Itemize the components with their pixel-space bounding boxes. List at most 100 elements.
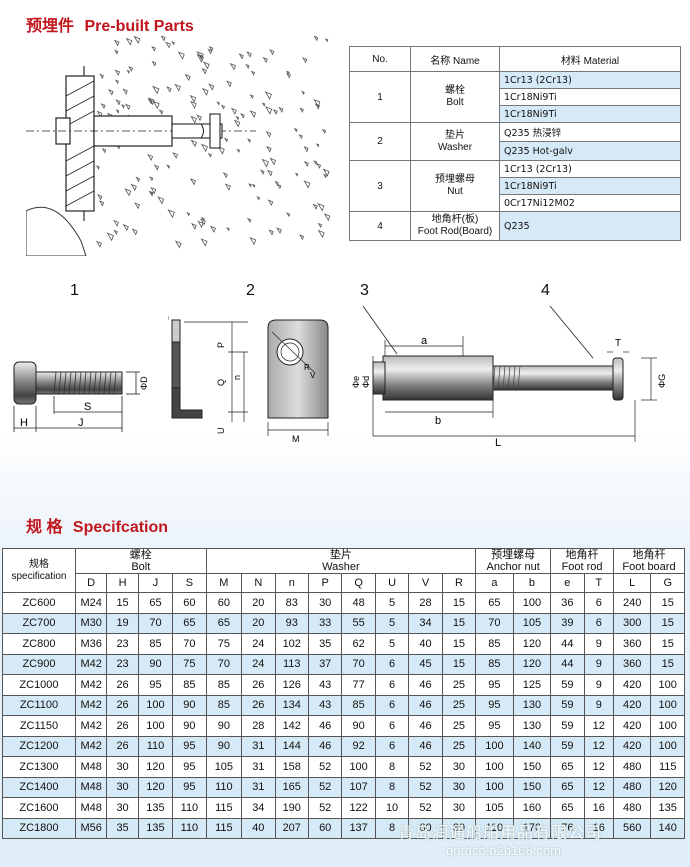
prebuilt-heading-en: Pre-built Parts xyxy=(84,18,194,35)
aggregate-speck xyxy=(120,104,125,109)
table-cell: M48 xyxy=(74,776,108,798)
spec-row-header-cn: 规格 xyxy=(28,558,49,570)
aggregate-speck xyxy=(265,106,273,115)
aggregate-speck xyxy=(303,161,309,168)
aggregate-speck xyxy=(133,36,141,44)
table-cell: 6 xyxy=(583,612,614,634)
aggregate-speck xyxy=(167,209,175,219)
table-cell: 110 xyxy=(172,817,207,839)
table-cell: 83 xyxy=(274,592,309,614)
aggregate-speck xyxy=(196,53,204,63)
table-cell: 19 xyxy=(106,612,139,634)
table-cell: 115 xyxy=(205,797,243,819)
column-header: M xyxy=(205,573,243,593)
figure-number-3: 3 xyxy=(360,282,369,299)
table-cell: 100 xyxy=(137,694,174,716)
aggregate-speck xyxy=(201,68,207,75)
table-cell: 26 xyxy=(106,694,139,716)
aggregate-speck xyxy=(313,98,321,108)
group-label-en: Foot board xyxy=(622,561,676,573)
model-cell: ZC1200 xyxy=(2,735,76,757)
table-cell: 207 xyxy=(274,817,309,839)
specification-heading: 规 格 Specifcation xyxy=(26,513,168,537)
nut-dim-g: ΦG xyxy=(657,374,667,388)
table-cell: 158 xyxy=(274,756,309,778)
table-cell: 95 xyxy=(137,674,174,696)
table-cell: M56 xyxy=(74,817,108,839)
table-cell: 52 xyxy=(307,797,343,819)
table-cell: 105 xyxy=(512,612,552,634)
aggregate-speck xyxy=(99,73,104,80)
aggregate-speck xyxy=(164,41,171,49)
table-cell: 30 xyxy=(441,817,477,839)
column-header: n xyxy=(274,573,309,593)
washer-dim-n: n xyxy=(232,375,242,380)
table-cell: 60 xyxy=(307,817,343,839)
table-cell: 120 xyxy=(137,756,174,778)
aggregate-speck xyxy=(251,183,256,188)
item-name-cn: 螺栓 xyxy=(445,85,465,96)
item-name-en: Foot Rod(Board) xyxy=(417,226,493,237)
aggregate-speck xyxy=(151,60,157,67)
item-name-en: Washer xyxy=(437,141,473,153)
model-cell: ZC900 xyxy=(2,653,76,675)
aggregate-speck xyxy=(148,190,154,197)
table-cell: 16 xyxy=(583,817,614,839)
model-cell: ZC1300 xyxy=(2,756,76,778)
aggregate-speck xyxy=(115,99,121,106)
aggregate-speck xyxy=(149,176,154,182)
spec-row-header-en: specification xyxy=(11,570,67,582)
prebuilt-parts-heading: 预埋件 Pre-built Parts xyxy=(26,12,194,36)
table-cell: 45 xyxy=(408,653,443,675)
table-cell: 37 xyxy=(307,653,343,675)
aggregate-speck xyxy=(262,56,268,64)
item-material: Q235 xyxy=(499,211,681,241)
aggregate-speck xyxy=(236,148,241,154)
model-cell: ZC800 xyxy=(2,633,76,655)
aggregate-speck xyxy=(113,219,119,227)
table-cell: 15 xyxy=(441,633,477,655)
table-cell: 420 xyxy=(612,735,652,757)
aggregate-speck xyxy=(224,183,231,191)
table-cell: 100 xyxy=(512,592,552,614)
aggregate-speck xyxy=(197,220,204,229)
table-cell: 300 xyxy=(612,612,652,634)
column-header: R xyxy=(441,573,477,593)
table-cell: 120 xyxy=(650,776,685,798)
table-cell: 105 xyxy=(475,797,514,819)
table-cell: 110 xyxy=(137,735,174,757)
washer-dim-r: R xyxy=(304,363,310,372)
aggregate-speck xyxy=(124,103,131,111)
aggregate-speck xyxy=(226,227,230,232)
materials-col-no: No. xyxy=(349,46,411,72)
aggregate-speck xyxy=(216,101,220,106)
table-cell: M42 xyxy=(74,653,108,675)
aggregate-speck xyxy=(312,203,318,210)
aggregate-speck xyxy=(233,119,241,128)
table-cell: 70 xyxy=(205,653,243,675)
table-cell: 30 xyxy=(441,776,477,798)
model-cell: ZC600 xyxy=(2,592,76,614)
table-cell: 100 xyxy=(137,715,174,737)
aggregate-speck xyxy=(298,134,303,140)
table-cell: 25 xyxy=(441,735,477,757)
table-cell: 113 xyxy=(274,653,309,675)
table-cell: 100 xyxy=(650,715,685,737)
aggregate-speck xyxy=(268,229,274,236)
table-cell: 70 xyxy=(172,633,207,655)
item-material: 1Cr13 (2Cr13) xyxy=(499,160,681,178)
table-cell: 6 xyxy=(374,674,410,696)
group-label-cn: 预埋螺母 xyxy=(491,549,536,562)
table-cell: 480 xyxy=(612,756,652,778)
table-cell: 30 xyxy=(441,756,477,778)
table-cell: 59 xyxy=(550,694,585,716)
aggregate-speck xyxy=(106,232,114,242)
table-cell: 44 xyxy=(550,653,585,675)
table-cell: 92 xyxy=(341,735,376,757)
table-cell: 100 xyxy=(650,735,685,757)
